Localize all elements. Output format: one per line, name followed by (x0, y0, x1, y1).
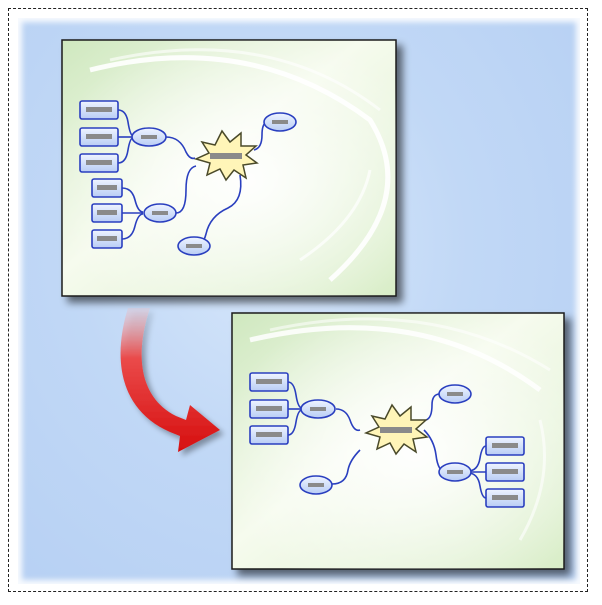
mindmap-icon (79, 100, 297, 256)
rearranged-slide (231, 312, 565, 570)
mindmap-icon (249, 372, 525, 508)
curved-arrow-icon (120, 308, 220, 452)
original-slide (61, 39, 397, 297)
dashed-frame (8, 8, 588, 592)
